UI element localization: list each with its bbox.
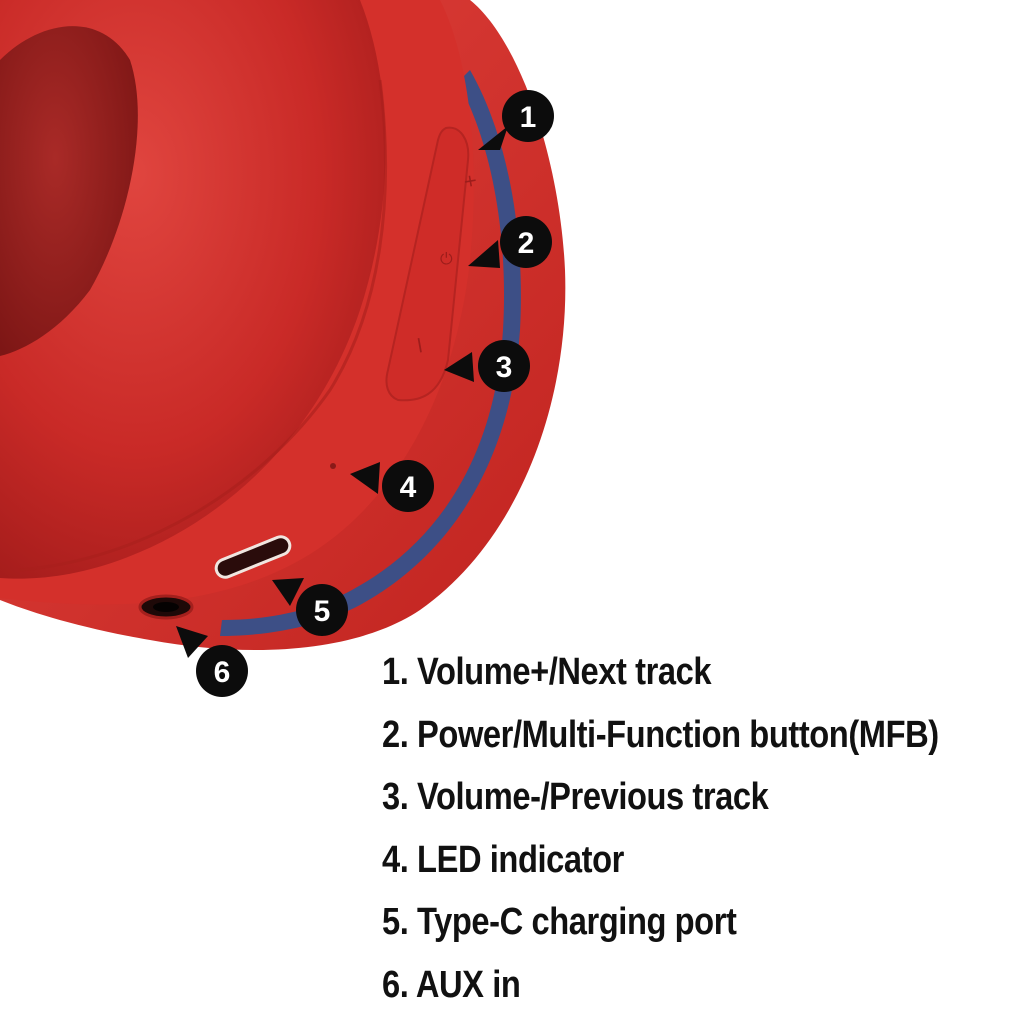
callout-5: 5 bbox=[296, 584, 348, 636]
callout-arrow-1 bbox=[478, 126, 508, 150]
legend-item-volume-plus: 1. Volume+/Next track bbox=[382, 651, 712, 693]
legend-item-led: 4. LED indicator bbox=[382, 838, 624, 881]
callout-arrow-6 bbox=[176, 626, 208, 658]
callout-6: 6 bbox=[196, 645, 248, 697]
button-strip[interactable] bbox=[385, 126, 470, 402]
callout-3: 3 bbox=[478, 340, 530, 392]
callout-arrow-3 bbox=[444, 352, 474, 382]
blue-band bbox=[220, 70, 521, 636]
volume-plus-mark: + bbox=[457, 173, 484, 190]
callout-arrow-4 bbox=[350, 462, 380, 494]
callout-arrow-5 bbox=[272, 578, 304, 606]
power-mark: ⏻ bbox=[440, 249, 453, 268]
svg-text:5: 5 bbox=[314, 595, 331, 628]
type-c-port[interactable] bbox=[213, 534, 292, 580]
legend-item-power-mfb: 2. Power/Multi-Function button(MFB) bbox=[382, 713, 939, 756]
volume-minus-mark: – bbox=[406, 335, 438, 355]
led-indicator bbox=[330, 463, 336, 469]
legend-item-type-c: 5. Type-C charging port bbox=[382, 901, 737, 943]
svg-text:2: 2 bbox=[518, 227, 535, 260]
svg-text:4: 4 bbox=[400, 471, 417, 504]
legend-item-volume-minus: 3. Volume-/Previous track bbox=[382, 776, 769, 818]
callout-1: 1 bbox=[502, 90, 554, 142]
callout-2: 2 bbox=[500, 216, 552, 268]
svg-text:3: 3 bbox=[496, 351, 513, 384]
svg-text:6: 6 bbox=[214, 656, 231, 689]
cushion-opening bbox=[0, 26, 138, 356]
feature-legend: 1. Volume+/Next track 2. Power/Multi-Fun… bbox=[382, 646, 939, 1021]
svg-text:1: 1 bbox=[520, 101, 537, 134]
callout-4: 4 bbox=[382, 460, 434, 512]
legend-item-aux: 6. AUX in bbox=[382, 963, 521, 1006]
callout-arrow-2 bbox=[468, 240, 500, 268]
